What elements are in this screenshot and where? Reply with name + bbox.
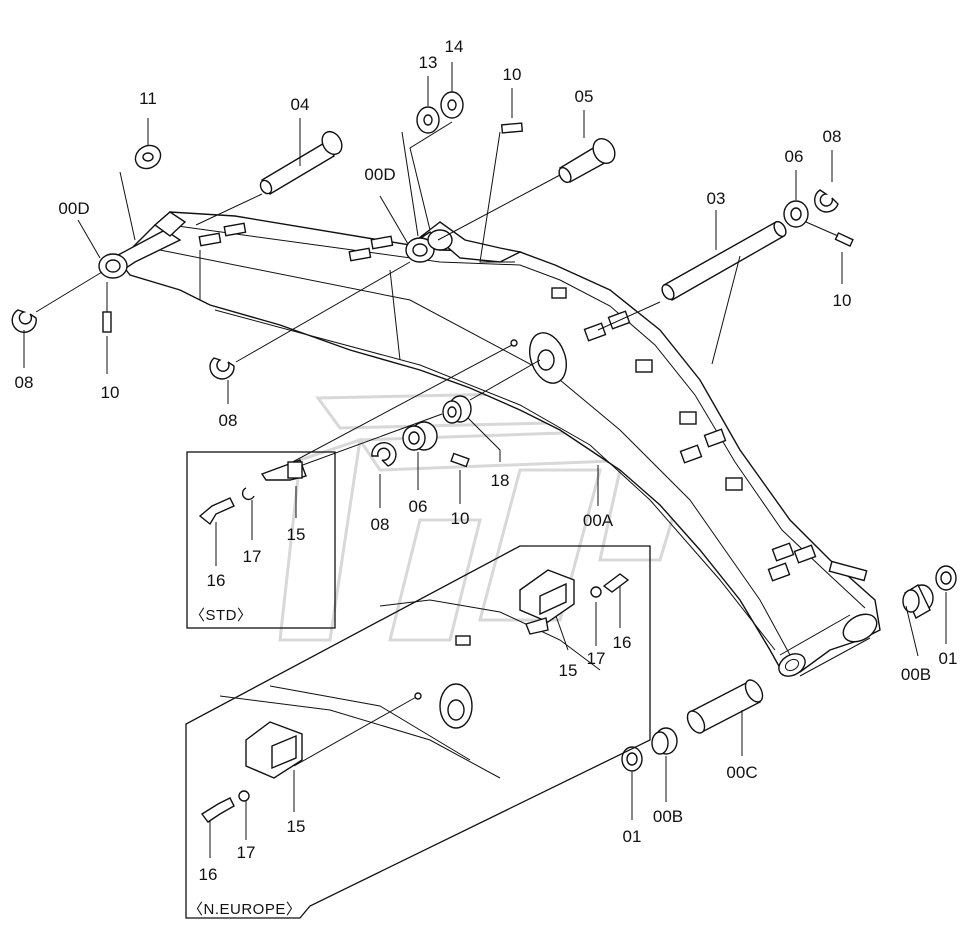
ring-01-bottom xyxy=(621,746,643,772)
n-europe-inset xyxy=(185,545,651,919)
callout-00D-mid: 00D xyxy=(364,165,395,184)
washer-14 xyxy=(440,91,464,119)
bushing-06-center xyxy=(402,421,438,451)
ring-08-right xyxy=(814,189,839,213)
callout-13: 13 xyxy=(419,53,438,72)
callout-16-eu-upper: 16 xyxy=(613,633,632,652)
callout-10-right: 10 xyxy=(833,291,852,310)
pipe-00C xyxy=(686,679,764,734)
pin-10-top xyxy=(500,122,524,134)
bushing-18 xyxy=(442,395,472,424)
boom-body xyxy=(119,211,881,677)
callout-10-top: 10 xyxy=(503,65,522,84)
bushing-00B-bottom xyxy=(651,727,678,755)
pin-10-center xyxy=(450,452,470,468)
callout-00D-left: 00D xyxy=(58,199,89,218)
boom-top-brackets xyxy=(98,211,523,279)
washer-11 xyxy=(134,144,162,170)
callout-11: 11 xyxy=(139,89,157,108)
callout-labels: 11 04 13 14 10 05 06 08 00D 00D 03 08 10… xyxy=(15,37,958,884)
ring-08-center xyxy=(371,442,397,467)
callout-00B-right: 00B xyxy=(901,665,931,684)
callout-15-eu-upper: 15 xyxy=(559,661,578,680)
leader-lines xyxy=(23,62,947,858)
ring-08-left xyxy=(11,309,37,333)
callout-01-bottom: 01 xyxy=(623,827,642,846)
callout-16-eu-lower: 16 xyxy=(199,865,218,884)
callout-05: 05 xyxy=(575,87,594,106)
callout-08-right: 08 xyxy=(823,127,842,146)
ring-08-mid xyxy=(209,357,235,380)
ring-01-right xyxy=(935,565,957,591)
callout-10-center: 10 xyxy=(451,509,470,528)
pin-04 xyxy=(259,130,343,195)
callout-08-left: 08 xyxy=(15,373,34,392)
callout-00B-bottom: 00B xyxy=(653,807,683,826)
callout-00C: 00C xyxy=(726,763,757,782)
callout-15-eu-lower: 15 xyxy=(287,817,306,836)
callout-16-std: 16 xyxy=(207,571,226,590)
callout-10-left: 10 xyxy=(101,383,120,402)
pin-05 xyxy=(558,137,616,184)
callout-08-center: 08 xyxy=(371,515,390,534)
pin-03 xyxy=(661,220,787,301)
washer-13 xyxy=(416,106,440,134)
callout-03: 03 xyxy=(707,189,726,208)
pin-10-right xyxy=(834,232,854,248)
callout-06-center: 06 xyxy=(409,497,428,516)
pin-10-left xyxy=(102,311,112,333)
callout-00A: 00A xyxy=(583,511,614,530)
bushing-06-right xyxy=(783,200,809,228)
callout-17-std: 17 xyxy=(243,547,262,566)
callout-04: 04 xyxy=(291,95,310,114)
inset-label-std: 〈STD〉 xyxy=(190,607,253,624)
bushing-00B-right xyxy=(902,583,934,619)
callout-01-right: 01 xyxy=(939,649,958,668)
callout-17-eu-lower: 17 xyxy=(237,843,256,862)
callout-08-mid: 08 xyxy=(219,411,238,430)
callout-15-std: 15 xyxy=(287,525,306,544)
callout-18: 18 xyxy=(491,471,510,490)
inset-label-n-europe: 〈N.EUROPE〉 xyxy=(188,901,301,918)
callout-06-right: 06 xyxy=(785,147,804,166)
callout-14: 14 xyxy=(445,37,464,56)
std-inset xyxy=(186,451,336,629)
callout-17-eu-upper: 17 xyxy=(587,649,606,668)
